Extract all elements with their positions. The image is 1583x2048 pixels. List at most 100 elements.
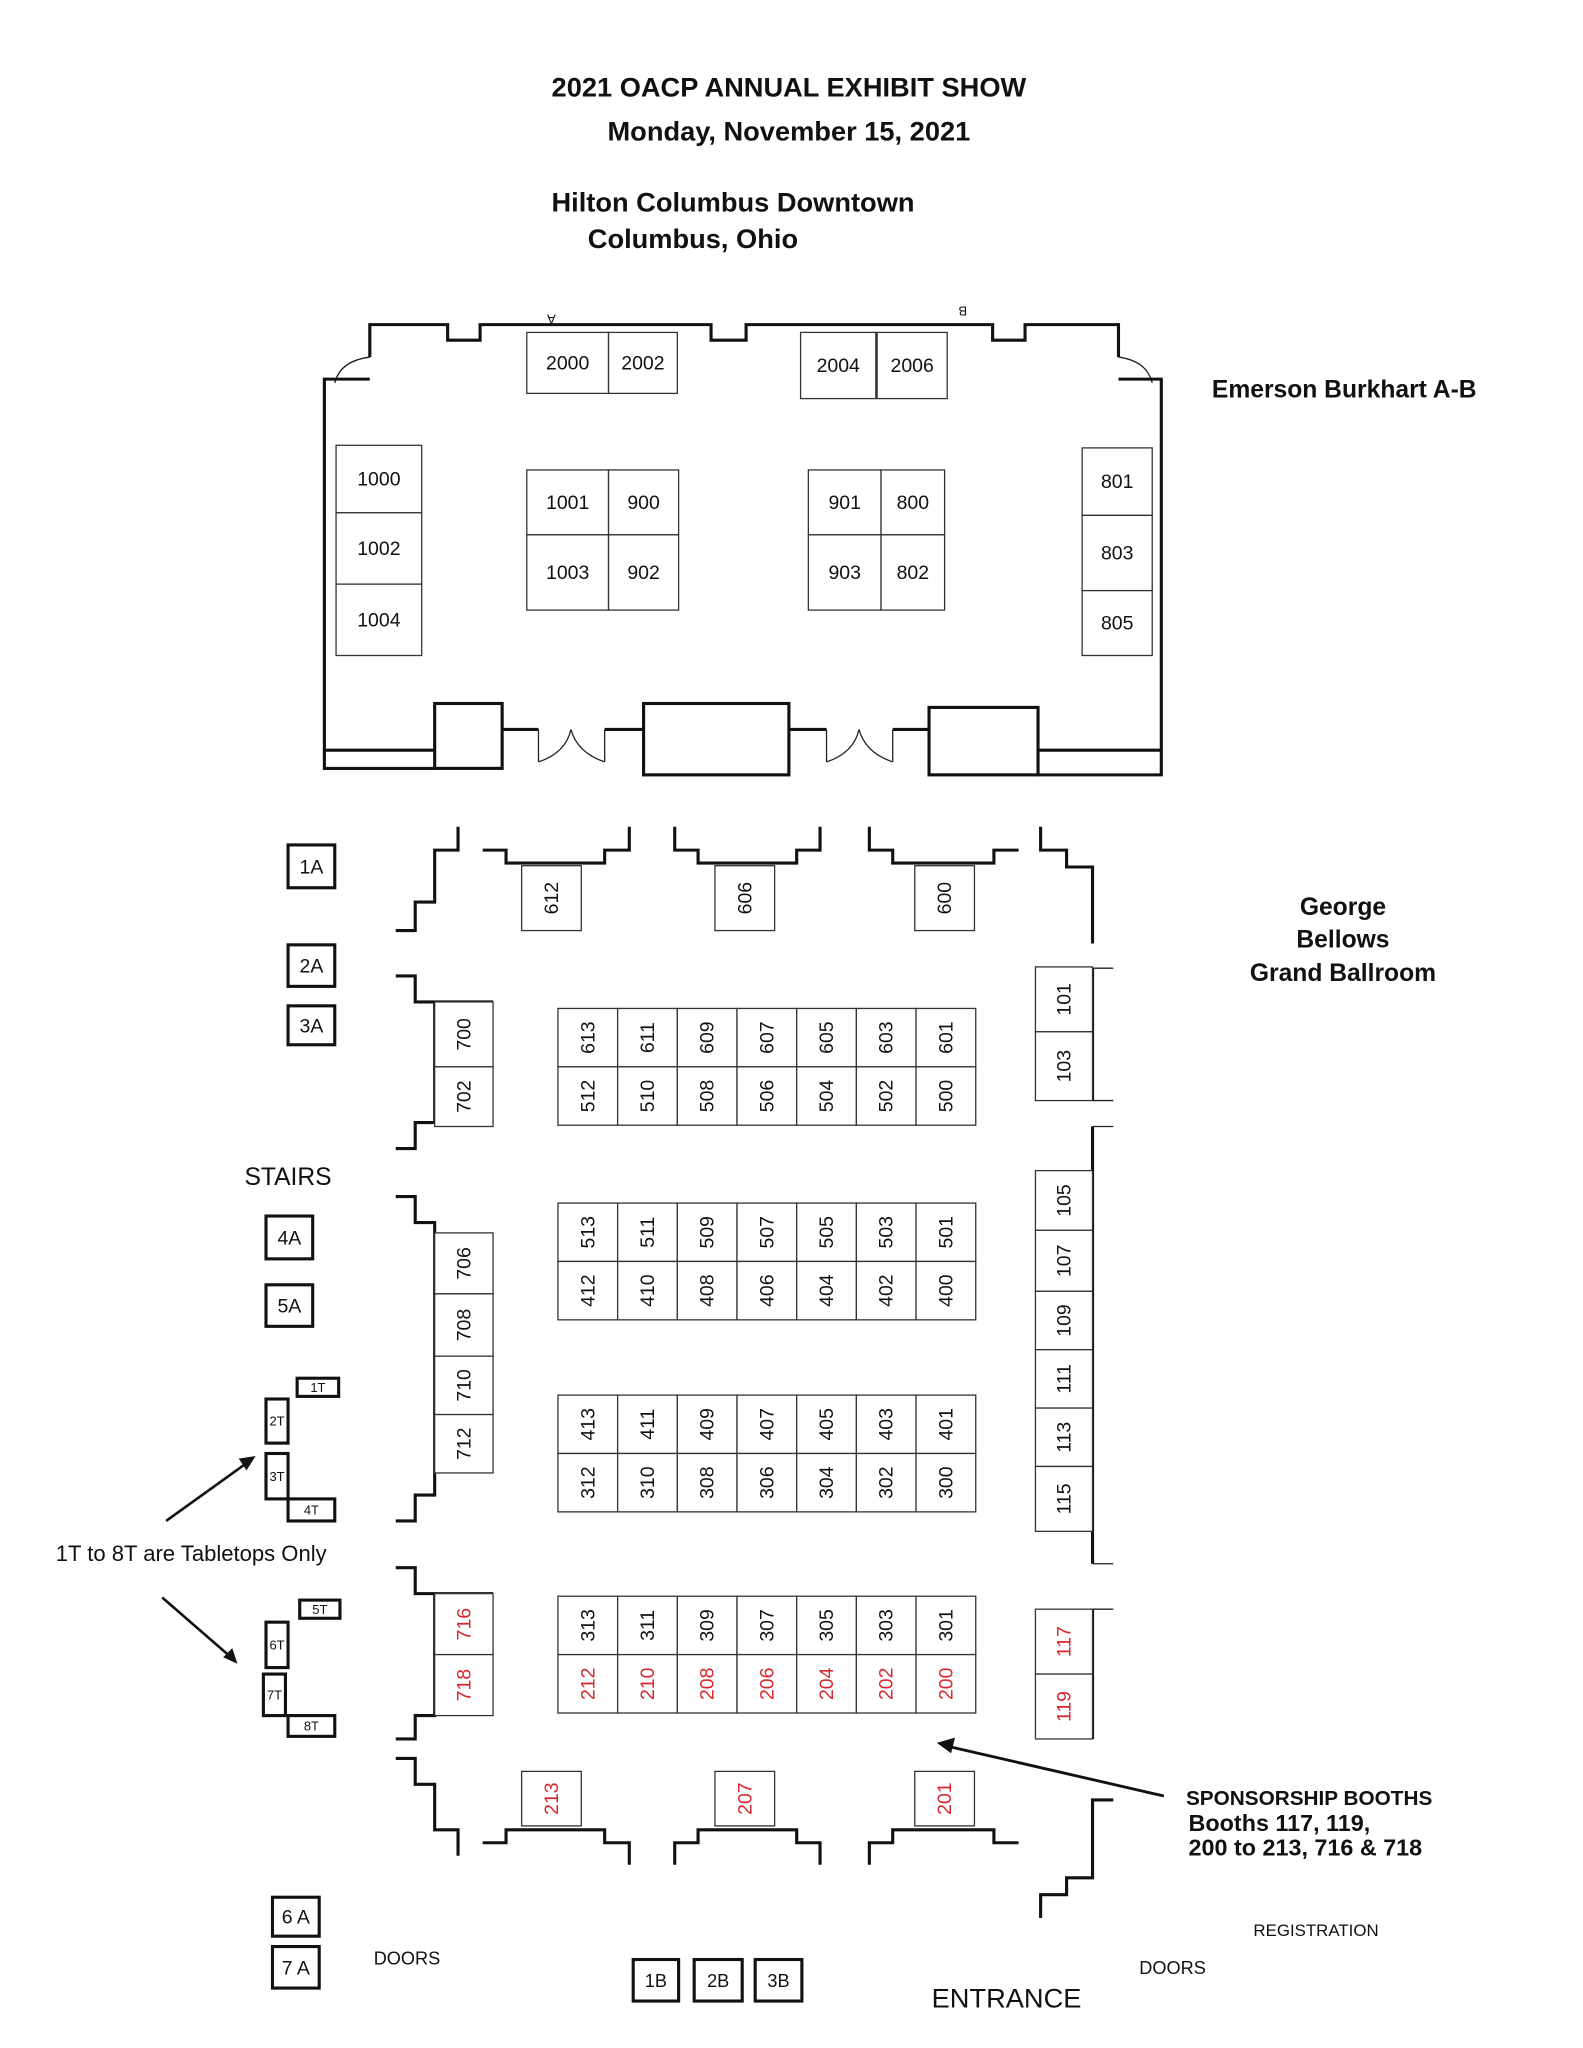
booth[interactable]: 708 — [434, 1293, 494, 1357]
booth[interactable]: 103 — [1034, 1031, 1094, 1102]
booth[interactable]: 412 — [557, 1260, 619, 1321]
booth[interactable]: 410 — [616, 1260, 678, 1321]
booth[interactable]: 409 — [676, 1394, 738, 1455]
booth[interactable]: 403 — [855, 1394, 917, 1455]
booth[interactable]: 1004 — [335, 583, 423, 657]
booth[interactable]: 119 — [1034, 1673, 1094, 1740]
tabletop-booth[interactable]: 6T — [264, 1620, 290, 1670]
tabletop-booth[interactable]: 2T — [264, 1397, 290, 1445]
booth[interactable]: 900 — [607, 469, 680, 536]
booth[interactable]: 706 — [434, 1232, 494, 1295]
booth[interactable]: 401 — [915, 1394, 977, 1455]
booth[interactable]: 606 — [714, 865, 776, 932]
a-booth[interactable]: 6 A — [270, 1895, 321, 1938]
booth[interactable]: 2004 — [799, 331, 877, 400]
booth[interactable]: 800 — [880, 469, 946, 536]
booth[interactable]: 404 — [796, 1260, 858, 1321]
b-booth[interactable]: 3B — [753, 1957, 804, 2003]
tabletop-booth[interactable]: 1T — [295, 1376, 341, 1398]
b-booth[interactable]: 1B — [631, 1957, 681, 2003]
booth[interactable]: 710 — [434, 1355, 494, 1416]
booth[interactable]: 502 — [855, 1066, 917, 1126]
booth[interactable]: 504 — [796, 1066, 858, 1126]
booth[interactable]: 605 — [796, 1007, 858, 1068]
booth[interactable]: 902 — [607, 534, 680, 611]
booth[interactable]: 305 — [796, 1595, 858, 1656]
b-booth[interactable]: 2B — [692, 1957, 744, 2003]
booth[interactable]: 202 — [855, 1653, 917, 1714]
booth[interactable]: 513 — [557, 1202, 619, 1263]
booth[interactable]: 507 — [736, 1202, 798, 1263]
booth[interactable]: 413 — [557, 1394, 619, 1455]
booth[interactable]: 411 — [616, 1394, 678, 1455]
booth[interactable]: 505 — [796, 1202, 858, 1263]
booth[interactable]: 1001 — [526, 469, 610, 536]
booth[interactable]: 402 — [855, 1260, 917, 1321]
booth[interactable]: 603 — [855, 1007, 917, 1068]
booth[interactable]: 508 — [676, 1066, 738, 1126]
booth[interactable]: 208 — [676, 1653, 738, 1714]
booth[interactable]: 201 — [914, 1770, 976, 1827]
booth[interactable]: 301 — [915, 1595, 977, 1656]
booth[interactable]: 117 — [1034, 1608, 1094, 1675]
booth[interactable]: 702 — [434, 1066, 494, 1128]
booth[interactable]: 312 — [557, 1452, 619, 1513]
booth[interactable]: 609 — [676, 1007, 738, 1068]
booth[interactable]: 107 — [1034, 1229, 1094, 1292]
booth[interactable]: 105 — [1034, 1169, 1094, 1231]
booth[interactable]: 607 — [736, 1007, 798, 1068]
a-booth[interactable]: 3A — [286, 1004, 337, 1047]
a-booth[interactable]: 2A — [286, 943, 337, 988]
booth[interactable]: 206 — [736, 1653, 798, 1714]
booth[interactable]: 204 — [796, 1653, 858, 1714]
booth[interactable]: 302 — [855, 1452, 917, 1513]
booth[interactable]: 1003 — [526, 534, 610, 611]
tabletop-booth[interactable]: 3T — [264, 1451, 290, 1501]
booth[interactable]: 309 — [676, 1595, 738, 1656]
booth[interactable]: 303 — [855, 1595, 917, 1656]
booth[interactable]: 2006 — [876, 331, 948, 400]
booth[interactable]: 903 — [807, 534, 882, 611]
booth[interactable]: 300 — [915, 1452, 977, 1513]
booth[interactable]: 718 — [434, 1653, 494, 1717]
booth[interactable]: 712 — [434, 1413, 494, 1474]
a-booth[interactable]: 1A — [286, 843, 337, 890]
booth[interactable]: 716 — [434, 1592, 494, 1656]
booth[interactable]: 1000 — [335, 444, 423, 514]
tabletop-booth[interactable]: 7T — [261, 1672, 288, 1718]
booth[interactable]: 509 — [676, 1202, 738, 1263]
a-booth[interactable]: 5A — [264, 1283, 315, 1328]
booth[interactable]: 213 — [520, 1770, 582, 1827]
booth[interactable]: 313 — [557, 1595, 619, 1656]
booth[interactable]: 406 — [736, 1260, 798, 1321]
booth[interactable]: 501 — [915, 1202, 977, 1263]
booth[interactable]: 400 — [915, 1260, 977, 1321]
booth[interactable]: 611 — [616, 1007, 678, 1068]
booth[interactable]: 1002 — [335, 512, 423, 585]
tabletop-booth[interactable]: 5T — [298, 1598, 342, 1620]
a-booth[interactable]: 4A — [264, 1214, 315, 1261]
booth[interactable]: 207 — [714, 1770, 776, 1827]
booth[interactable]: 408 — [676, 1260, 738, 1321]
booth[interactable]: 307 — [736, 1595, 798, 1656]
booth[interactable]: 802 — [880, 534, 946, 611]
booth[interactable]: 101 — [1034, 966, 1094, 1033]
booth[interactable]: 407 — [736, 1394, 798, 1455]
booth[interactable]: 212 — [557, 1653, 619, 1714]
booth[interactable]: 111 — [1034, 1349, 1094, 1409]
booth[interactable]: 805 — [1081, 589, 1153, 657]
booth[interactable]: 115 — [1034, 1465, 1094, 1532]
booth[interactable]: 613 — [557, 1007, 619, 1068]
booth[interactable]: 612 — [520, 865, 582, 932]
booth[interactable]: 113 — [1034, 1407, 1094, 1468]
booth[interactable]: 503 — [855, 1202, 917, 1263]
booth[interactable]: 510 — [616, 1066, 678, 1126]
a-booth[interactable]: 7 A — [270, 1944, 321, 1990]
booth[interactable]: 405 — [796, 1394, 858, 1455]
booth[interactable]: 308 — [676, 1452, 738, 1513]
tabletop-booth[interactable]: 4T — [286, 1497, 337, 1523]
booth[interactable]: 601 — [915, 1007, 977, 1068]
booth[interactable]: 306 — [736, 1452, 798, 1513]
booth[interactable]: 803 — [1081, 514, 1153, 592]
booth[interactable]: 801 — [1081, 447, 1153, 517]
